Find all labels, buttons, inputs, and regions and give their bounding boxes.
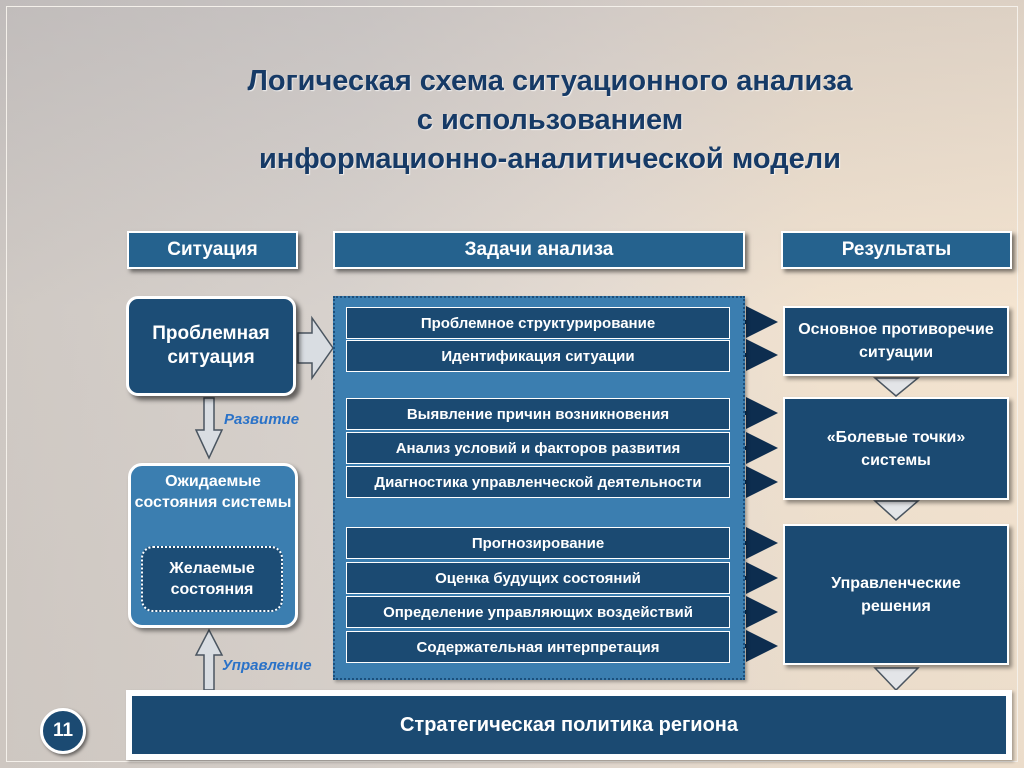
control-label: Управление — [222, 657, 312, 674]
task-item: Проблемное структурирование — [346, 307, 730, 339]
problem-situation-label: Проблемная ситуация — [152, 323, 270, 368]
result-decisions: Управленческие решения — [783, 524, 1009, 665]
slide-title: Логическая схема ситуационного анализа с… — [170, 62, 930, 179]
header-situation: Ситуация — [127, 231, 298, 269]
task-item: Определение управляющих воздействий — [346, 596, 730, 628]
task-item: Содержательная интерпретация — [346, 631, 730, 663]
result-main-contradiction: Основное противоречие ситуации — [783, 306, 1009, 376]
strategy-box: Стратегическая политика региона — [126, 690, 1012, 760]
task-item: Прогнозирование — [346, 527, 730, 559]
arrow-development — [194, 397, 224, 460]
arrow-to-tasks — [297, 315, 334, 381]
result-pain-points: «Болевые точки» системы — [783, 397, 1009, 500]
result-chevrons — [872, 377, 921, 692]
task-item: Оценка будущих состояний — [346, 562, 730, 594]
desired-states-box: Желаемые состояния — [141, 546, 283, 612]
development-label: Развитие — [224, 411, 300, 428]
slide-frame — [6, 6, 1018, 762]
arrow-control — [194, 628, 224, 691]
expected-states-label: Ожидаемые состояния системы — [134, 473, 292, 511]
desired-states-label: Желаемые состояния — [169, 560, 255, 598]
problem-situation-box: Проблемная ситуация — [126, 296, 296, 396]
result-pain-points-label: «Болевые точки» системы — [826, 428, 966, 469]
page-number: 11 — [40, 708, 86, 754]
title-line-1: Логическая схема ситуационного анализа — [247, 65, 853, 97]
expected-states-box: Ожидаемые состояния системы Желаемые сос… — [128, 463, 298, 628]
task-item: Диагностика управленческой деятельности — [346, 466, 730, 498]
title-line-2: с использованием — [416, 104, 684, 136]
strategy-label: Стратегическая политика региона — [132, 696, 1006, 754]
result-decisions-label: Управленческие решения — [831, 574, 961, 615]
task-item: Выявление причин возникновения — [346, 398, 730, 430]
result-main-contradiction-label: Основное противоречие ситуации — [798, 321, 994, 361]
title-line-3: информационно-аналитической модели — [258, 143, 842, 175]
header-tasks: Задачи анализа — [333, 231, 745, 269]
header-results: Результаты — [781, 231, 1012, 269]
task-item: Идентификация ситуации — [346, 340, 730, 372]
task-item: Анализ условий и факторов развития — [346, 432, 730, 464]
